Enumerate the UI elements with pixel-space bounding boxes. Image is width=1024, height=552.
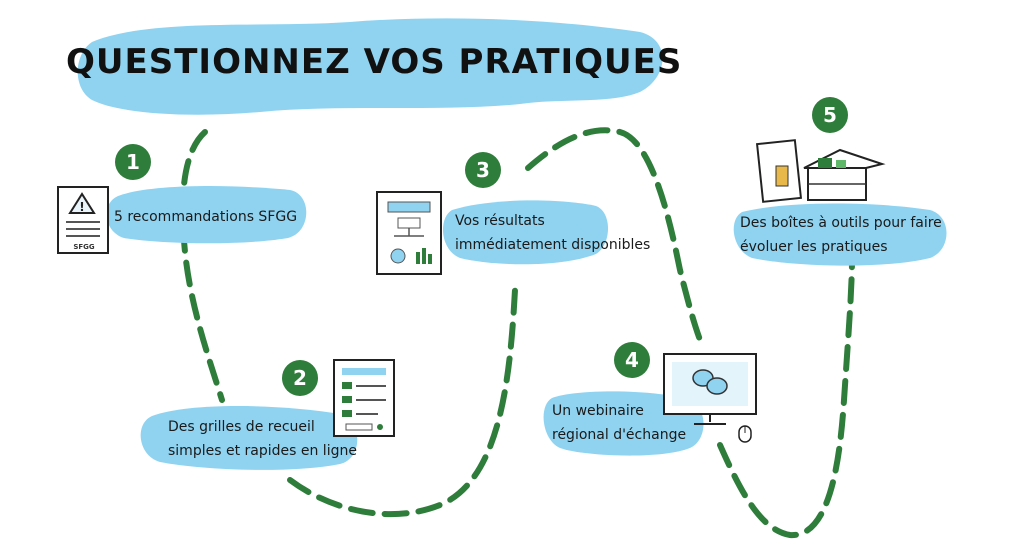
- step-1: ! SFGG: [57, 186, 307, 254]
- step-2-blob: [140, 406, 358, 470]
- step-1-text: 5 recommandations SFGG: [114, 209, 298, 225]
- step-5-text-line-1: Des boîtes à outils pour faire: [740, 215, 942, 231]
- step-4-text-line-1: Un webinaire: [552, 403, 644, 419]
- svg-text:!: !: [79, 200, 84, 214]
- step-2-text-line-1: Des grilles de recueil: [168, 419, 315, 435]
- step-3: [376, 191, 608, 275]
- step-1-number: 1: [115, 144, 151, 180]
- document-warning-icon: ! SFGG: [57, 186, 109, 254]
- step-4: [543, 353, 757, 456]
- step-3-blob: [442, 200, 608, 265]
- monitor-chat-icon: [663, 353, 757, 443]
- step-3-text-line-2: immédiatement disponibles: [455, 237, 651, 253]
- step-2-number: 2: [282, 360, 318, 396]
- step-3-number: 3: [465, 152, 501, 188]
- results-report-icon: [376, 191, 442, 275]
- step-5-number: 5: [812, 97, 848, 133]
- step-5-blob: [733, 203, 947, 266]
- document-label: SFGG: [73, 243, 95, 251]
- step-4-text-line-2: régional d'échange: [552, 427, 687, 443]
- step-2-text-line-2: simples et rapides en ligne: [168, 443, 357, 459]
- form-sheet-icon: [333, 359, 395, 437]
- step-3-text-line-1: Vos résultats: [455, 213, 545, 229]
- title-blob: [77, 18, 663, 115]
- step-4-number: 4: [614, 342, 650, 378]
- step-2: [140, 359, 395, 470]
- toolbox-icon: [755, 139, 886, 203]
- step-1-blob: [106, 186, 307, 244]
- page-title: QUESTIONNEZ VOS PRATIQUES: [66, 42, 683, 82]
- step-5: [733, 139, 947, 266]
- step-5-text-line-2: évoluer les pratiques: [740, 239, 888, 255]
